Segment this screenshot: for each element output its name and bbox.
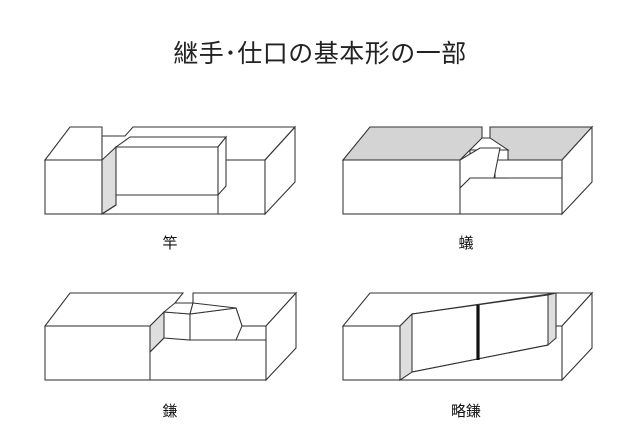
caption-ryaku-kama: 略鎌 — [450, 402, 481, 420]
joint-ari-drawing — [341, 125, 594, 216]
joint-kama-drawing — [43, 291, 298, 382]
caption-kama: 鎌 — [162, 402, 178, 420]
caption-sao: 竿 — [162, 234, 178, 252]
caption-ari: 蟻 — [458, 234, 474, 252]
page-title: 継手･仕口の基本形の一部 — [173, 39, 467, 68]
joint-ryaku-kama-drawing — [341, 291, 594, 382]
joint-sao-drawing — [43, 125, 296, 216]
